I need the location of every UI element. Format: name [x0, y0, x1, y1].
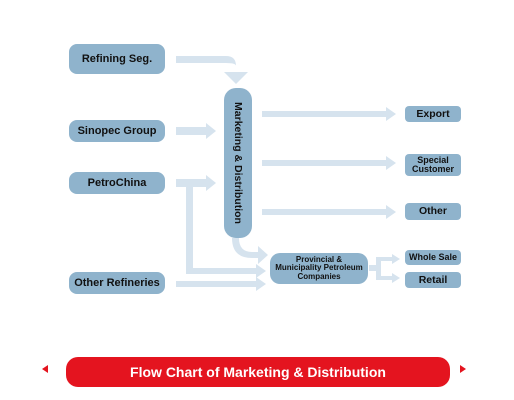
arrow-provincial-fork	[369, 254, 400, 283]
arrow-hub-to-other	[262, 205, 396, 219]
node-refining-seg-label: Refining Seg.	[81, 53, 153, 65]
node-export: Export	[405, 106, 461, 122]
node-marketing-distribution-label: Marketing & Distribution	[232, 102, 244, 224]
node-petrochina-label: PetroChina	[87, 177, 147, 189]
node-petrochina: PetroChina	[69, 172, 165, 194]
diagram-caption-text: Flow Chart of Marketing & Distribution	[130, 364, 386, 380]
previous-arrow-icon[interactable]	[42, 365, 48, 373]
node-retail-label: Retail	[418, 273, 448, 286]
node-special-customer-label: Special Customer	[411, 155, 454, 174]
node-retail: Retail	[405, 272, 461, 288]
node-provincial-companies: Provincial & Municipality Petroleum Comp…	[270, 253, 368, 284]
node-whole-sale: Whole Sale	[405, 250, 461, 265]
node-sinopec-group-label: Sinopec Group	[77, 125, 157, 137]
arrow-hub-to-special-customer	[262, 156, 396, 170]
node-other-label: Other	[418, 205, 447, 218]
next-arrow-icon[interactable]	[460, 365, 466, 373]
arrow-other-refineries-to-provincial	[176, 277, 266, 291]
node-provincial-companies-label: Provincial & Municipality Petroleum Comp…	[275, 254, 363, 281]
node-other-refineries: Other Refineries	[69, 272, 165, 294]
arrow-refining-to-hub	[176, 56, 248, 84]
arrow-sinopec-to-hub	[176, 123, 216, 139]
node-refining-seg: Refining Seg.	[69, 44, 165, 74]
node-whole-sale-label: Whole Sale	[408, 252, 457, 262]
node-sinopec-group: Sinopec Group	[69, 120, 165, 142]
node-special-customer: Special Customer	[405, 154, 461, 176]
node-marketing-distribution: Marketing & Distribution	[224, 88, 252, 238]
arrow-hub-to-provincial	[232, 238, 268, 264]
diagram-caption: Flow Chart of Marketing & Distribution	[66, 357, 450, 387]
arrow-petrochina-to-provincial	[186, 187, 266, 278]
arrow-hub-to-export	[262, 107, 396, 121]
node-other-refineries-label: Other Refineries	[74, 277, 160, 289]
arrow-petrochina-to-hub	[176, 175, 216, 191]
node-export-label: Export	[416, 107, 450, 120]
node-other: Other	[405, 203, 461, 220]
